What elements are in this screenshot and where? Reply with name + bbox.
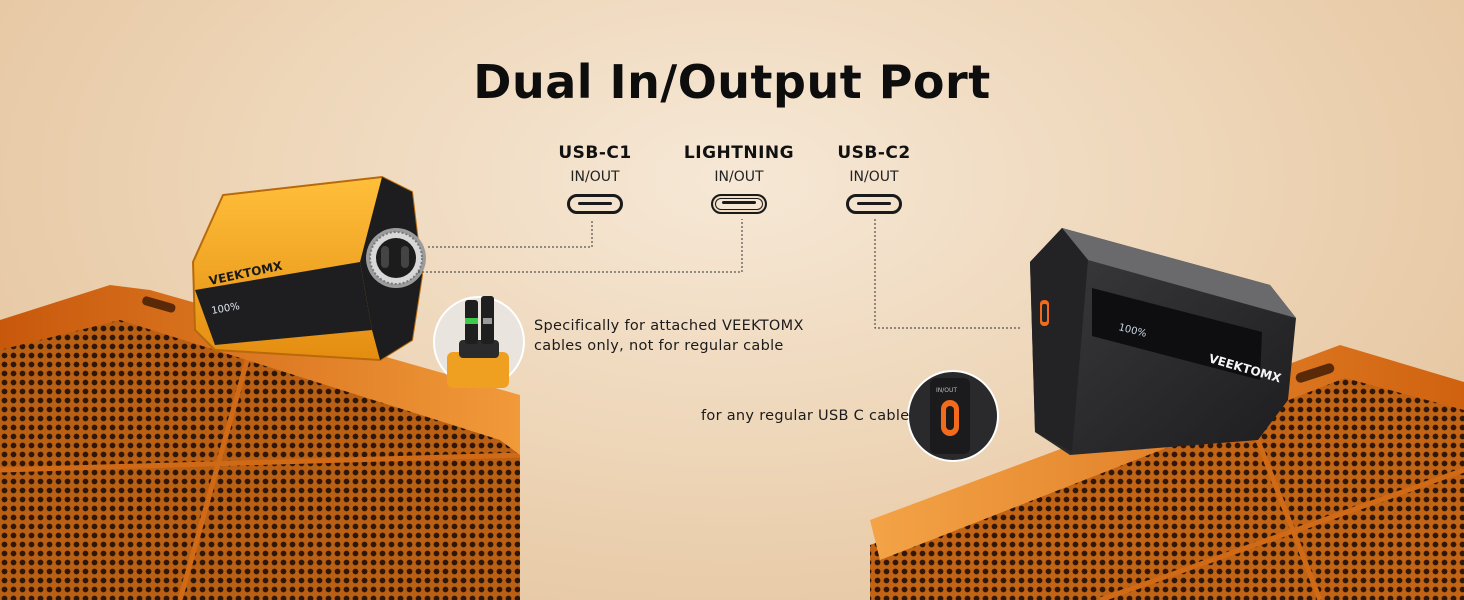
port-mode: IN/OUT [849, 169, 899, 185]
port-mode: IN/OUT [714, 169, 764, 185]
usb-c-port-icon [846, 194, 902, 214]
note-line: cables only, not for regular cable [534, 338, 784, 354]
port-usb-c2: USB-C2 IN/OUT [804, 143, 944, 214]
port-name: LIGHTNING [683, 143, 795, 163]
usb-c-port-detail: IN/OUT [907, 370, 999, 462]
connector-lines [418, 219, 1022, 329]
right-shelf [870, 345, 1464, 600]
yellow-power-bank: VEEKTOMX 100% [191, 175, 426, 362]
note-line: Specifically for attached VEEKTOMX [534, 318, 804, 334]
attached-cable-note: Specifically for attached VEEKTOMX cable… [534, 316, 804, 356]
port-name: USB-C2 [837, 143, 911, 163]
port-lightning: LIGHTNING IN/OUT [669, 143, 809, 214]
lightning-port-icon [711, 194, 767, 214]
attached-cable-detail [433, 296, 525, 388]
port-mode: IN/OUT [570, 169, 620, 185]
port-usb-c1: USB-C1 IN/OUT [525, 143, 665, 214]
usb-c-port-icon [567, 194, 623, 214]
battery-display-left: 100% [211, 301, 241, 317]
left-shelf [0, 285, 521, 600]
black-power-bank: 100% VEEKTOMX [1030, 228, 1296, 455]
page-title: Dual In/Output Port [473, 55, 991, 109]
port-label-small: IN/OUT [936, 387, 957, 394]
port-name: USB-C1 [558, 143, 632, 163]
regular-cable-note: for any regular USB C cable [701, 408, 910, 424]
